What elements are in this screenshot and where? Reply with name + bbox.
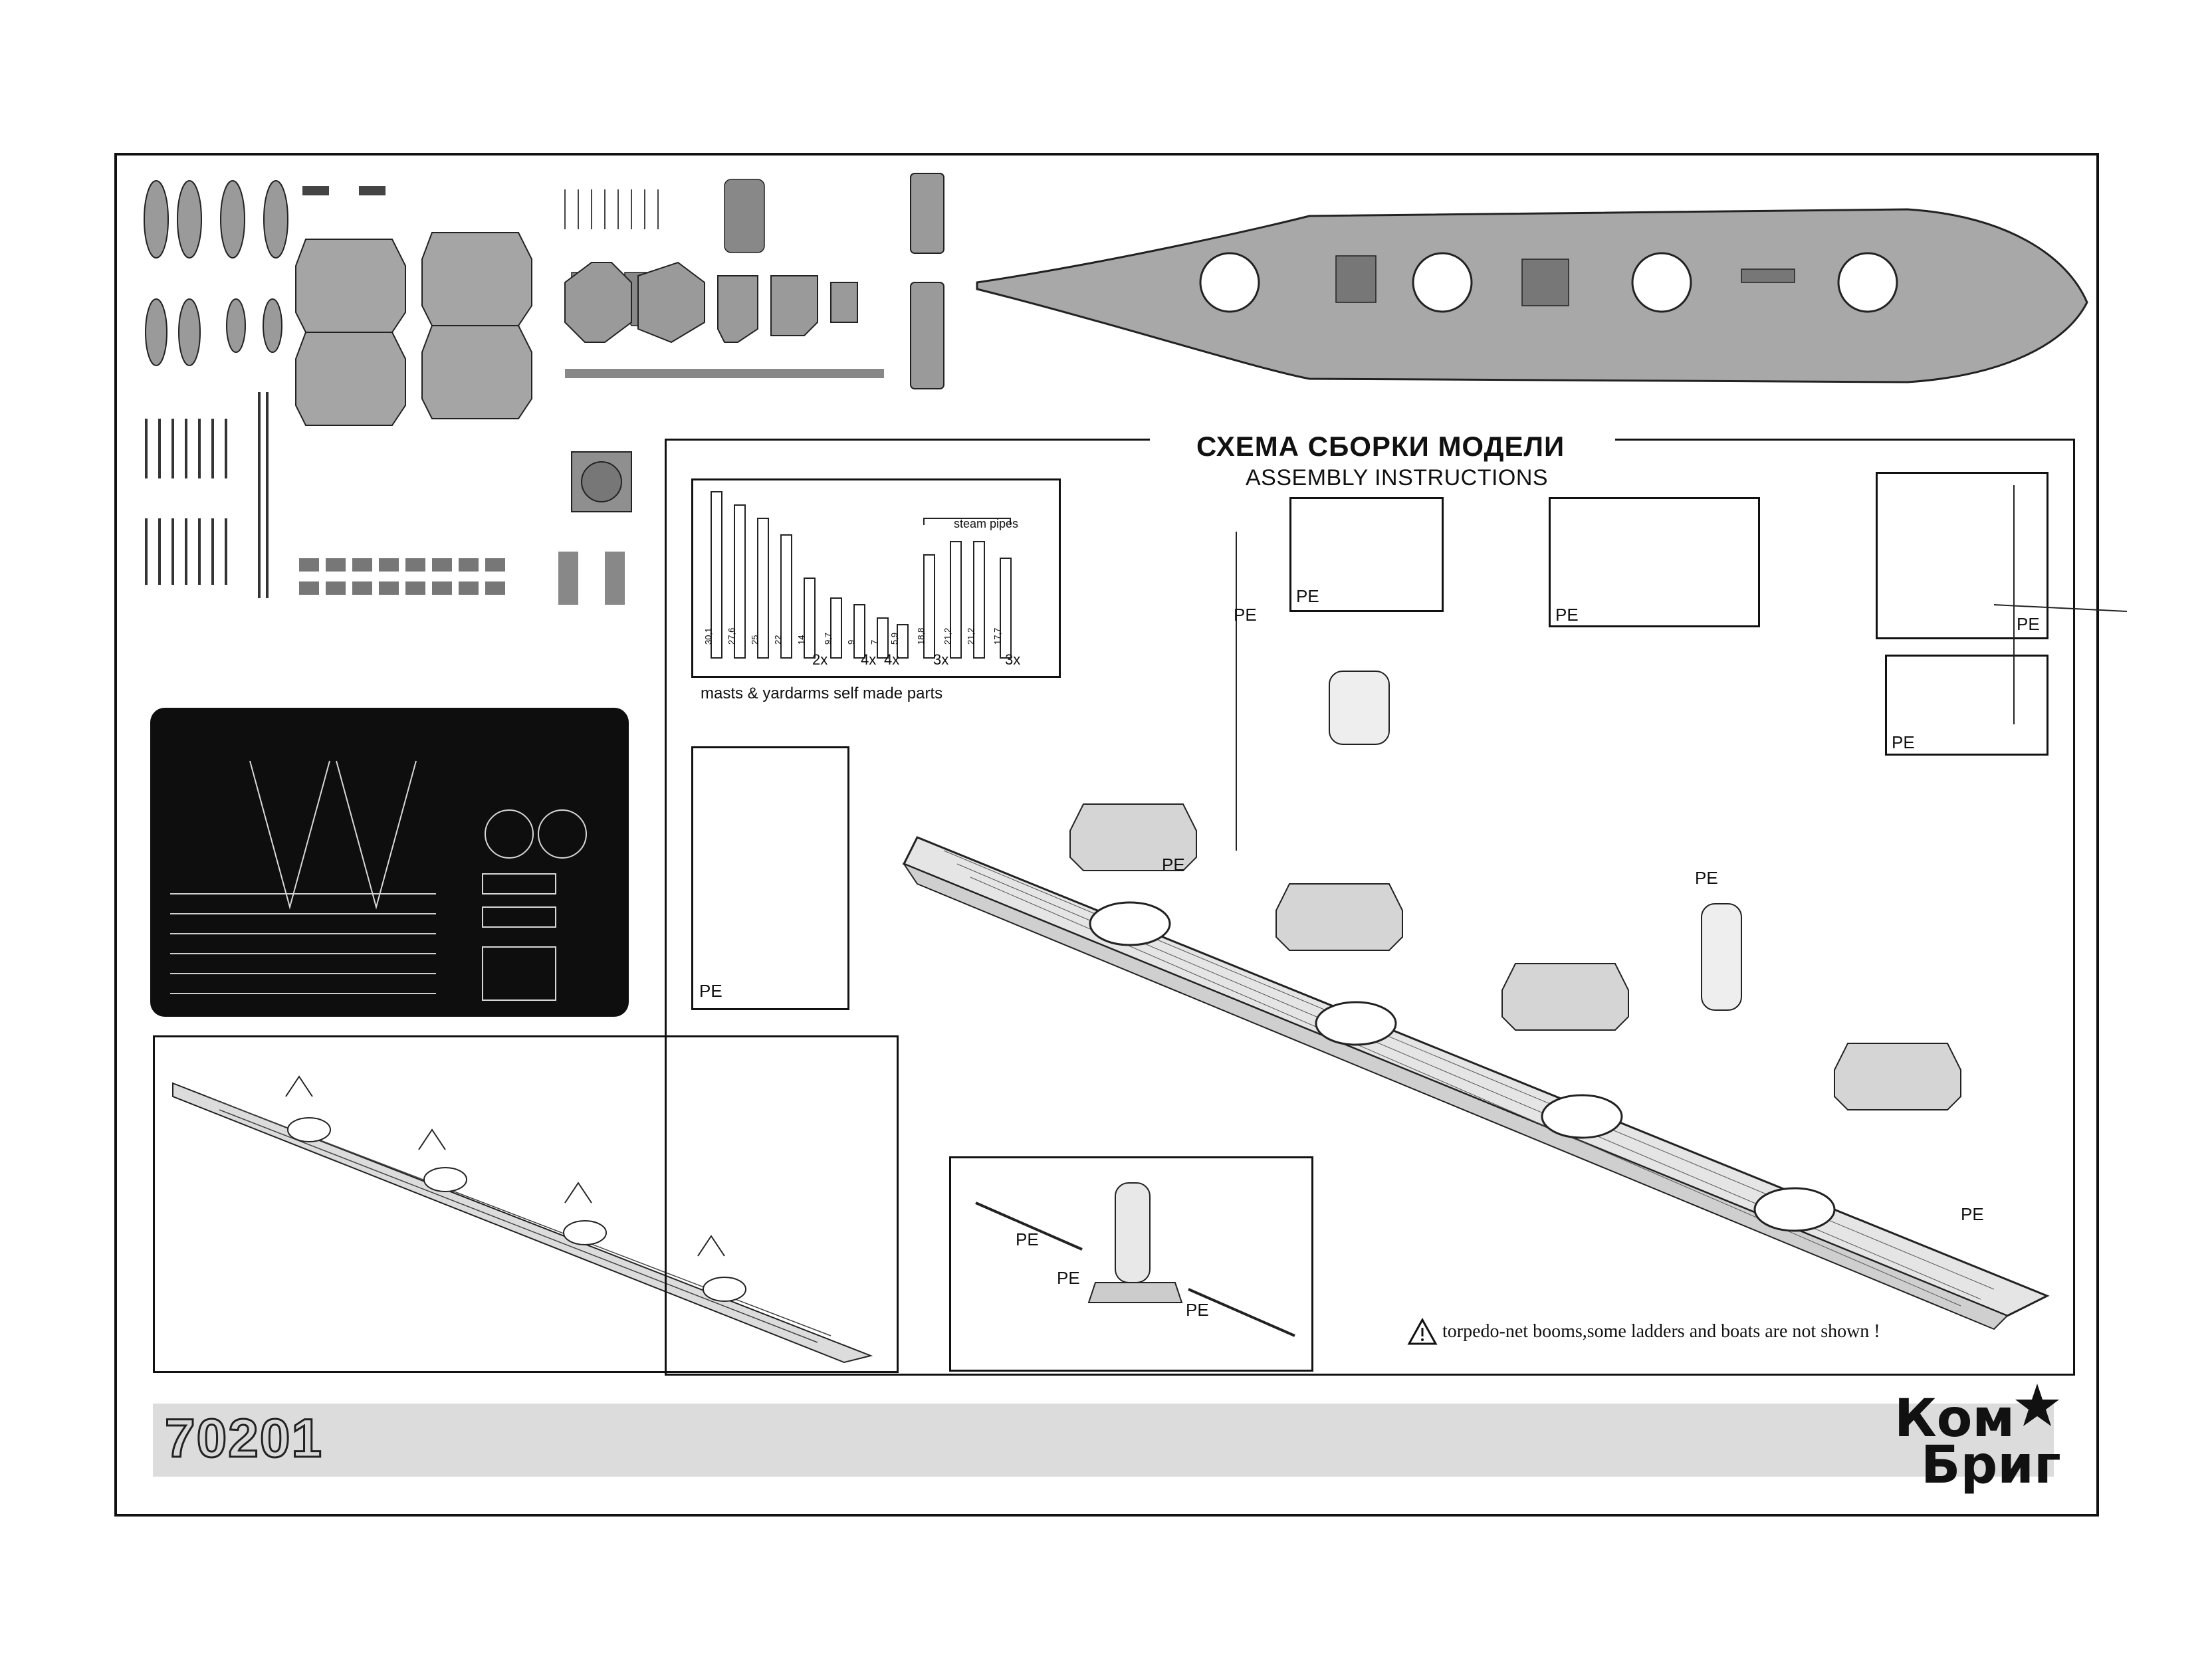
- warning-triangle-icon: [1407, 1317, 1438, 1345]
- pe-label-2: PE: [1296, 586, 1319, 606]
- mast-length-label: 18,8: [916, 628, 926, 645]
- kombrig-logo: Ком Бриг: [1874, 1369, 2074, 1502]
- mast-length-label: 14: [796, 635, 806, 645]
- mast-length-label: 22: [773, 635, 783, 645]
- photo-etch-fret: [150, 708, 629, 1017]
- mast-length-label: 17,7: [992, 628, 1002, 645]
- footer-band: [153, 1404, 2054, 1477]
- pe-label-12: PE: [1961, 1204, 1984, 1224]
- pe-detail-box-2: [1289, 497, 1444, 612]
- pe-detail-box-5: [1885, 655, 2048, 756]
- pe-label-10: PE: [1162, 855, 1185, 875]
- funnel-detail-illustration: [975, 1182, 1295, 1337]
- masts-diagram-box: [691, 478, 1061, 678]
- pe-label-3: PE: [1555, 605, 1579, 625]
- mast-length-label: 9,7: [823, 633, 833, 645]
- pe-label-11: PE: [1695, 868, 1718, 888]
- mast-length-label: 9: [846, 640, 856, 645]
- title-backdrop: [1150, 425, 1615, 465]
- mast-length-label: 5,9: [889, 633, 899, 645]
- masts-caption: masts & yardarms self made parts: [701, 684, 943, 702]
- masts-multiplier-1: 2x: [812, 651, 828, 668]
- warning-text: torpedo-net booms,some ladders and boats…: [1442, 1321, 1880, 1342]
- logo-line-2: Бриг: [1921, 1435, 2061, 1495]
- pe-label-left: PE: [699, 981, 722, 1001]
- star-logo-icon: [2015, 1384, 2059, 1426]
- main-ship-assembly-illustration: [902, 485, 2128, 1330]
- title-english: ASSEMBLY INSTRUCTIONS: [1246, 465, 1549, 490]
- masts-multiplier-2: 4x: [861, 651, 877, 668]
- masts-multiplier-3: 4x: [884, 651, 900, 668]
- pe-label-8: PE: [1186, 1300, 1209, 1320]
- mast-length-label: 21,2: [942, 628, 952, 645]
- product-code: 70201: [164, 1408, 324, 1470]
- pe-detail-box-left: [691, 746, 849, 1010]
- pe-label-9: PE: [1234, 605, 1257, 625]
- page-frame: [114, 153, 2099, 1517]
- steam-pipes-label: steam pipes: [954, 517, 1019, 530]
- pe-label-5: PE: [1892, 732, 1915, 752]
- mast-length-label: 30,1: [703, 628, 713, 645]
- title-russian: СХЕМА СБОРКИ МОДЕЛИ: [1196, 431, 1565, 462]
- mast-length-label: 25: [750, 635, 760, 645]
- rigging-view-box: [153, 1035, 899, 1373]
- masts-multiplier-4: 3x: [933, 651, 949, 668]
- pe-detail-box-4: [1876, 472, 2048, 639]
- pe-label-7: PE: [1057, 1268, 1080, 1288]
- funnel-parts-illustration: [564, 173, 944, 389]
- pe-label-6: PE: [1016, 1229, 1039, 1249]
- pe-detail-box-3: [1549, 497, 1760, 627]
- rigging-ship-illustration: [172, 1075, 873, 1364]
- masts-multiplier-5: 3x: [1005, 651, 1021, 668]
- logo-line-1: Ком: [1894, 1389, 2015, 1449]
- masts-bars-diagram: 30,1 27,6 25 22 14 9,7 9 7 5,9 18,8 21,2 21,2 17,7: [703, 491, 1012, 659]
- mast-length-label: 21,2: [966, 628, 976, 645]
- mast-length-label: 7: [869, 640, 879, 645]
- hull-top-view: [976, 208, 2088, 383]
- mast-length-label: 27,6: [726, 628, 736, 645]
- pe-label-4: PE: [2017, 614, 2040, 634]
